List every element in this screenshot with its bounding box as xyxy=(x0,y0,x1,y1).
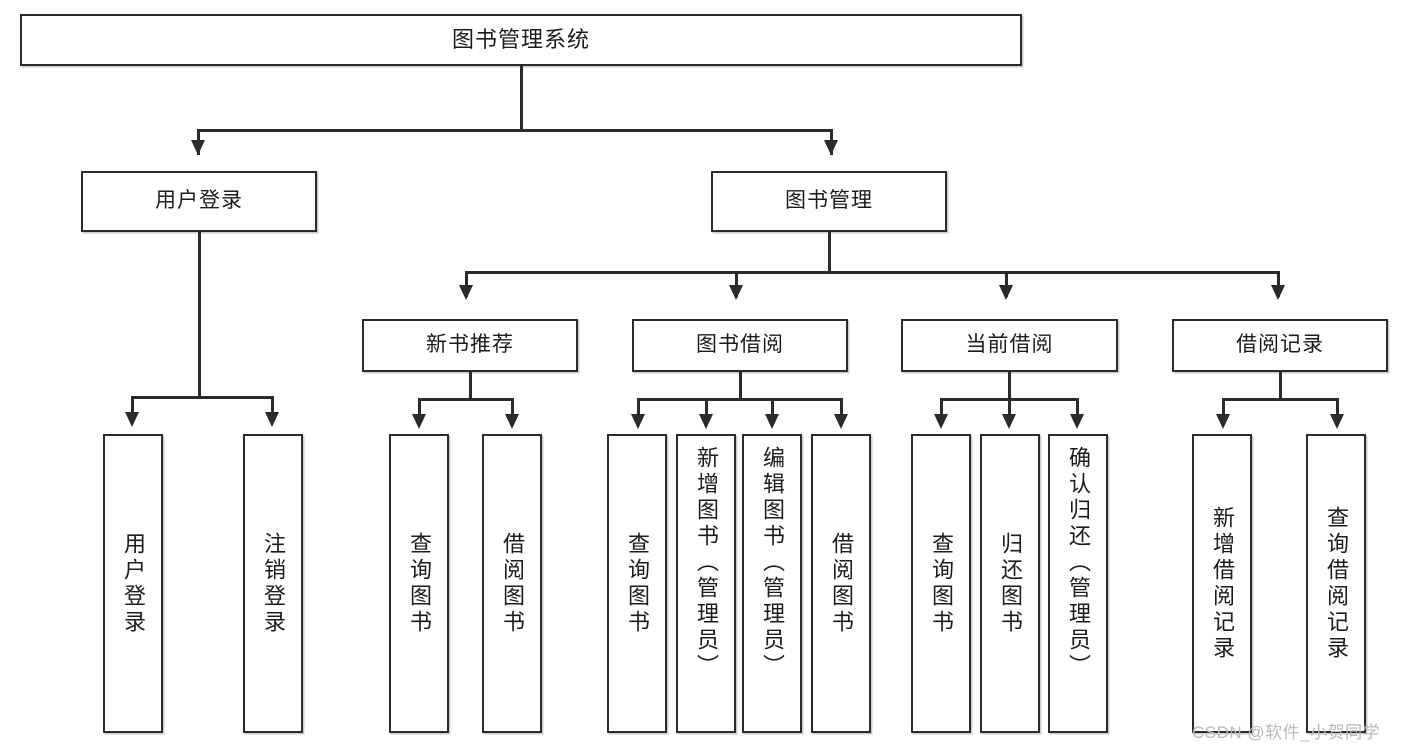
arrowhead-level1-1 xyxy=(191,140,205,155)
node-label: 借阅记录 xyxy=(1236,333,1324,357)
node-current-borrow[interactable]: 当前借阅 xyxy=(901,319,1118,372)
connector-bookborrow-drop-4 xyxy=(840,398,843,420)
leaf-user-login[interactable]: 用户登录 xyxy=(103,434,163,733)
leaf-add-borrow-record[interactable]: 新增借阅记录 xyxy=(1192,434,1252,733)
arrowhead-borrowrecord-2 xyxy=(1330,414,1344,429)
connector-userlogin-bus xyxy=(131,396,273,399)
node-book-management[interactable]: 图书管理 xyxy=(711,171,947,232)
arrowhead-level2-1 xyxy=(459,285,473,300)
connector-userlogin-drop-2 xyxy=(271,396,274,420)
leaf-confirm-return-admin[interactable]: 确认归还（管理员） xyxy=(1048,434,1108,733)
connector-level1-bus xyxy=(197,129,832,132)
connector-newbook-drop-2 xyxy=(511,398,514,420)
node-label: 归还图书 xyxy=(998,531,1023,636)
arrowhead-level2-2 xyxy=(729,285,743,300)
connector-newbook-bus xyxy=(418,398,513,401)
arrowhead-bookborrow-4 xyxy=(834,414,848,429)
leaf-logout[interactable]: 注销登录 xyxy=(243,434,303,733)
connector-currentborrow-stem xyxy=(1008,372,1011,400)
node-label: 借阅图书 xyxy=(500,531,525,636)
node-label: 当前借阅 xyxy=(965,333,1054,357)
connector-newbook-drop-1 xyxy=(418,398,421,420)
arrowhead-newbook-1 xyxy=(412,414,426,429)
node-label: 查询图书 xyxy=(407,531,432,636)
connector-currentborrow-drop-3 xyxy=(1076,398,1079,420)
connector-bookborrow-bus xyxy=(637,398,842,401)
node-label: 新增图书（管理员） xyxy=(694,446,719,680)
connector-bookborrow-drop-3 xyxy=(771,398,774,420)
arrowhead-level2-3 xyxy=(999,285,1013,300)
connector-bookborrow-drop-1 xyxy=(637,398,640,420)
arrowhead-borrowrecord-1 xyxy=(1216,414,1230,429)
connector-bookmgmt-stem xyxy=(828,232,831,273)
leaf-borrow-book-borrow[interactable]: 借阅图书 xyxy=(811,434,871,733)
connector-level2-drop-1 xyxy=(465,271,468,297)
node-label: 注销登录 xyxy=(261,531,286,636)
connector-borrowrecord-drop-2 xyxy=(1336,398,1339,420)
leaf-query-book-newbook[interactable]: 查询图书 xyxy=(389,434,449,733)
node-label: 查询借阅记录 xyxy=(1324,505,1349,662)
leaf-add-book-admin[interactable]: 新增图书（管理员） xyxy=(676,434,736,733)
connector-newbook-stem xyxy=(469,372,472,400)
connector-borrowrecord-stem xyxy=(1279,372,1282,400)
connector-bookborrow-stem xyxy=(739,372,742,400)
node-label: 确认归还（管理员） xyxy=(1066,446,1091,680)
connector-userlogin-stem xyxy=(198,232,201,398)
arrowhead-bookborrow-1 xyxy=(631,414,645,429)
connector-level2-drop-3 xyxy=(1005,271,1008,297)
node-borrow-record[interactable]: 借阅记录 xyxy=(1172,319,1388,372)
connector-borrowrecord-bus xyxy=(1222,398,1338,401)
node-label: 图书管理系统 xyxy=(451,27,590,53)
connector-level2-drop-4 xyxy=(1277,271,1280,297)
node-label: 新书推荐 xyxy=(426,333,514,357)
node-label: 查询图书 xyxy=(625,531,650,636)
arrowhead-newbook-2 xyxy=(505,414,519,429)
node-label: 图书借阅 xyxy=(696,333,784,357)
connector-currentborrow-drop-1 xyxy=(940,398,943,420)
leaf-query-borrow-record[interactable]: 查询借阅记录 xyxy=(1306,434,1366,733)
connector-userlogin-drop-1 xyxy=(131,396,134,420)
connector-root-stem xyxy=(520,66,523,131)
arrowhead-currentborrow-1 xyxy=(934,414,948,429)
node-root-system[interactable]: 图书管理系统 xyxy=(20,14,1022,66)
connector-borrowrecord-drop-1 xyxy=(1222,398,1225,420)
node-label: 新增借阅记录 xyxy=(1210,505,1235,662)
connector-currentborrow-drop-2 xyxy=(1008,398,1011,420)
connector-level2-bus xyxy=(465,271,1277,274)
arrowhead-userlogin-2 xyxy=(265,412,279,427)
node-label: 用户登录 xyxy=(121,531,146,636)
leaf-query-book-borrow[interactable]: 查询图书 xyxy=(607,434,667,733)
leaf-edit-book-admin[interactable]: 编辑图书（管理员） xyxy=(742,434,802,733)
node-label: 借阅图书 xyxy=(829,531,854,636)
csdn-watermark: CSDN @软件_小贺同学 xyxy=(1192,723,1381,742)
node-label: 编辑图书（管理员） xyxy=(760,446,785,680)
arrowhead-currentborrow-3 xyxy=(1070,414,1084,429)
node-user-login[interactable]: 用户登录 xyxy=(81,171,317,232)
node-label: 用户登录 xyxy=(155,189,243,213)
arrowhead-currentborrow-2 xyxy=(1002,414,1016,429)
arrowhead-bookborrow-2 xyxy=(699,414,713,429)
leaf-borrow-book-newbook[interactable]: 借阅图书 xyxy=(482,434,542,733)
leaf-query-book-current[interactable]: 查询图书 xyxy=(911,434,971,733)
node-label: 图书管理 xyxy=(785,189,873,213)
arrowhead-bookborrow-3 xyxy=(765,414,779,429)
node-new-book-recommend[interactable]: 新书推荐 xyxy=(362,319,578,372)
connector-level2-drop-2 xyxy=(735,271,738,297)
leaf-return-book[interactable]: 归还图书 xyxy=(980,434,1040,733)
connector-bookborrow-drop-2 xyxy=(705,398,708,420)
node-label: 查询图书 xyxy=(929,531,954,636)
node-book-borrow[interactable]: 图书借阅 xyxy=(632,319,848,372)
arrowhead-level2-4 xyxy=(1271,285,1285,300)
arrowhead-userlogin-1 xyxy=(125,412,139,427)
arrowhead-level1-2 xyxy=(824,140,838,155)
